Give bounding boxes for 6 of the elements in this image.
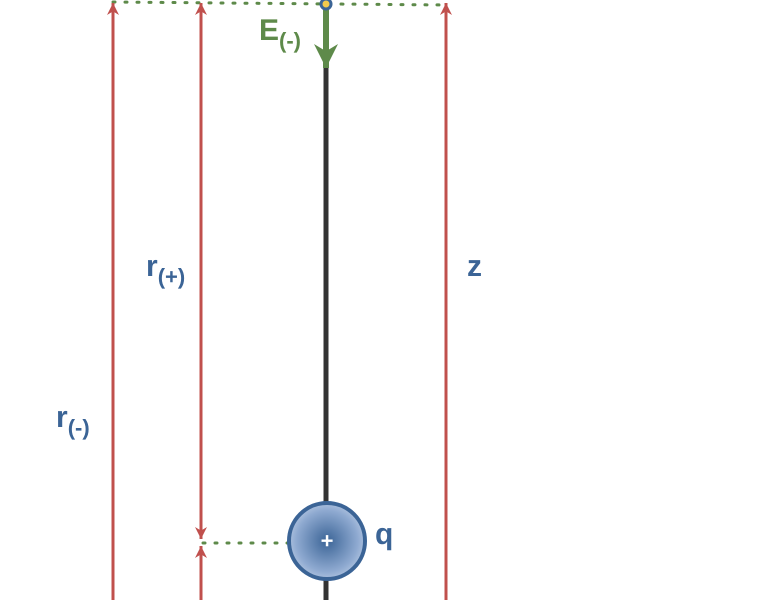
charge-label: q bbox=[375, 520, 394, 550]
distance-label: z bbox=[467, 252, 482, 282]
distance-label: r$_{(-)}$ bbox=[56, 403, 90, 439]
field-label: E$_{(-)}$ bbox=[259, 16, 301, 52]
distance-label: r$_{(+)}$ bbox=[146, 252, 186, 288]
charge-sign: + bbox=[320, 530, 334, 552]
